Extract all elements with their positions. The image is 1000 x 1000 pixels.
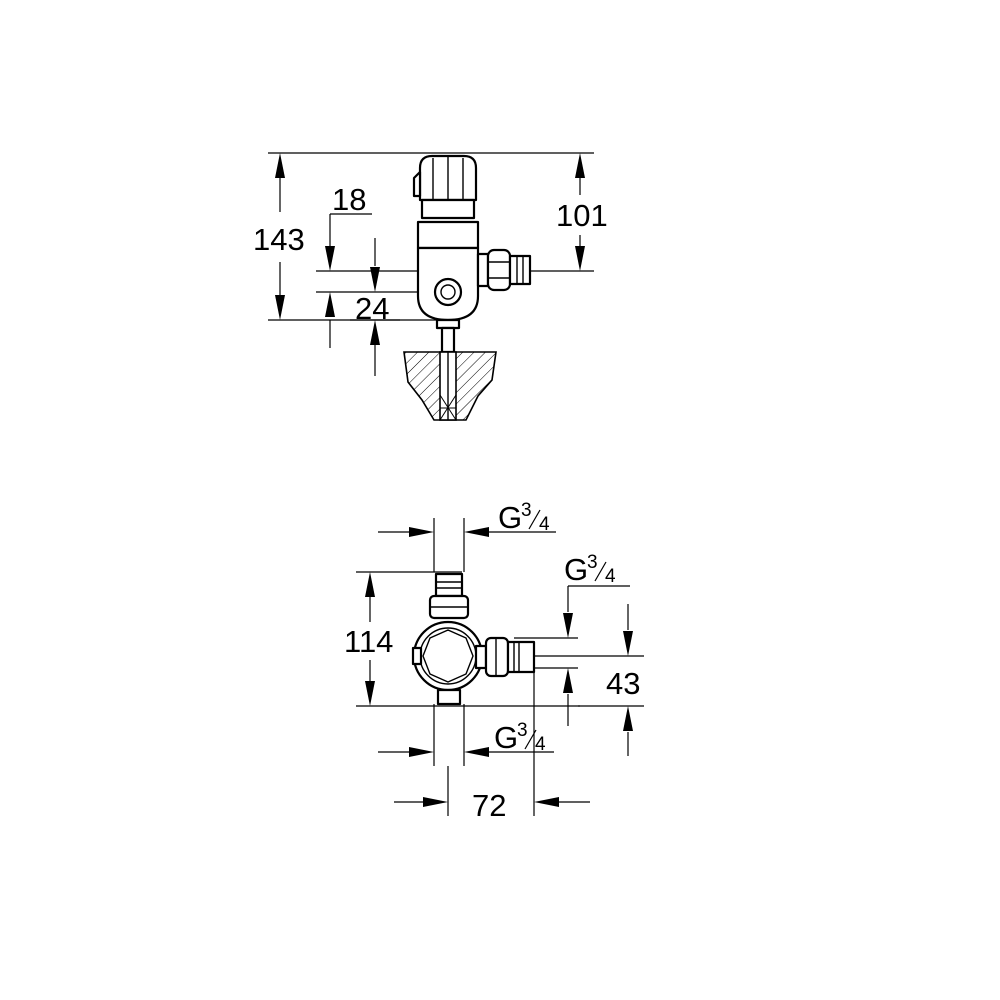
valve-spindle <box>440 326 456 354</box>
valve-handle <box>412 154 478 220</box>
dim-label-72: 72 <box>472 788 506 823</box>
side-view: 143 101 18 24 <box>253 152 608 421</box>
thread-top-letter: G <box>498 500 522 535</box>
thread-bottom-den: 4 <box>535 734 546 755</box>
dimension-18: 18 <box>325 182 380 292</box>
dimension-thread-bottom: G 3 4 <box>378 704 554 766</box>
dim-label-101: 101 <box>556 198 608 233</box>
dimension-thread-right: G 3 4 <box>514 552 630 639</box>
dimension-72: 72 <box>394 672 590 823</box>
dimension-43: 43 <box>534 604 644 756</box>
top-view: G 3 4 114 G 3 4 <box>344 500 644 823</box>
dimension-143: 143 <box>253 153 305 320</box>
valve-top-body <box>411 572 536 706</box>
thread-bottom-letter: G <box>494 720 518 755</box>
thread-bottom-num: 3 <box>517 720 528 741</box>
valve-body <box>416 220 480 330</box>
dim-label-43: 43 <box>606 666 640 701</box>
ground-section <box>403 351 497 421</box>
dimension-24: 24 <box>325 291 440 376</box>
thread-top-den: 4 <box>539 514 550 535</box>
dim-label-143: 143 <box>253 222 305 257</box>
valve-inlet-connector <box>476 248 532 292</box>
thread-right-num: 3 <box>587 552 598 573</box>
dimension-thread-top: G 3 4 <box>378 500 556 572</box>
thread-right-letter: G <box>564 552 588 587</box>
dimension-101: 101 <box>556 153 608 271</box>
thread-top-num: 3 <box>521 500 532 521</box>
thread-right-den: 4 <box>605 566 616 587</box>
dim-label-114: 114 <box>344 624 393 659</box>
dim-label-24: 24 <box>355 291 389 326</box>
dimension-114: 114 <box>344 571 580 707</box>
dim-label-18: 18 <box>332 182 366 217</box>
